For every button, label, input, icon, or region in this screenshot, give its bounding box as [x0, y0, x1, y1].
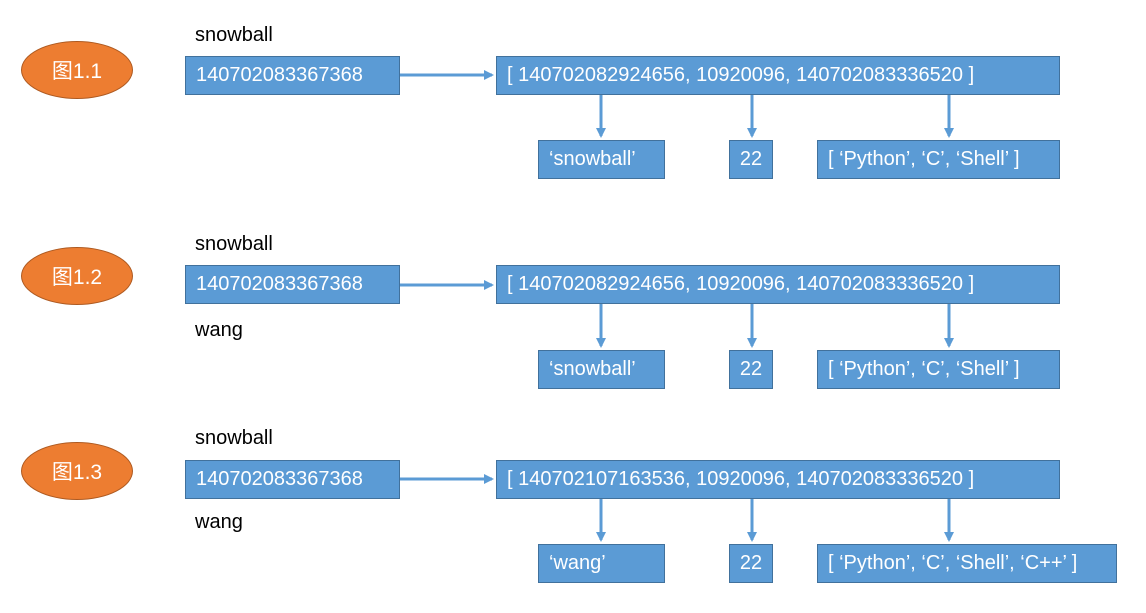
- item-box-age: 22: [729, 140, 773, 179]
- address-box: 140702083367368: [185, 460, 400, 499]
- variable-label-wang: wang: [195, 319, 243, 341]
- item-box-age: 22: [729, 544, 773, 583]
- address-box: 140702083367368: [185, 56, 400, 95]
- list-address-box: [ 140702107163536, 10920096, 14070208333…: [496, 460, 1060, 499]
- figure-badge: 图1.1: [21, 41, 133, 99]
- list-address-box: [ 140702082924656, 10920096, 14070208333…: [496, 56, 1060, 95]
- figure-badge: 图1.3: [21, 442, 133, 500]
- item-box-name: ‘snowball’: [538, 350, 665, 389]
- item-box-languages: [ ‘Python’, ‘C’, ‘Shell’ ]: [817, 140, 1060, 179]
- item-box-languages: [ ‘Python’, ‘C’, ‘Shell’ ]: [817, 350, 1060, 389]
- item-box-name: ‘snowball’: [538, 140, 665, 179]
- variable-label-snowball: snowball: [195, 427, 273, 449]
- item-box-languages: [ ‘Python’, ‘C’, ‘Shell’, ‘C++’ ]: [817, 544, 1117, 583]
- variable-label-snowball: snowball: [195, 233, 273, 255]
- item-box-name: ‘wang’: [538, 544, 665, 583]
- list-address-box: [ 140702082924656, 10920096, 14070208333…: [496, 265, 1060, 304]
- variable-label-wang: wang: [195, 511, 243, 533]
- address-box: 140702083367368: [185, 265, 400, 304]
- figure-badge: 图1.2: [21, 247, 133, 305]
- variable-label-snowball: snowball: [195, 24, 273, 46]
- item-box-age: 22: [729, 350, 773, 389]
